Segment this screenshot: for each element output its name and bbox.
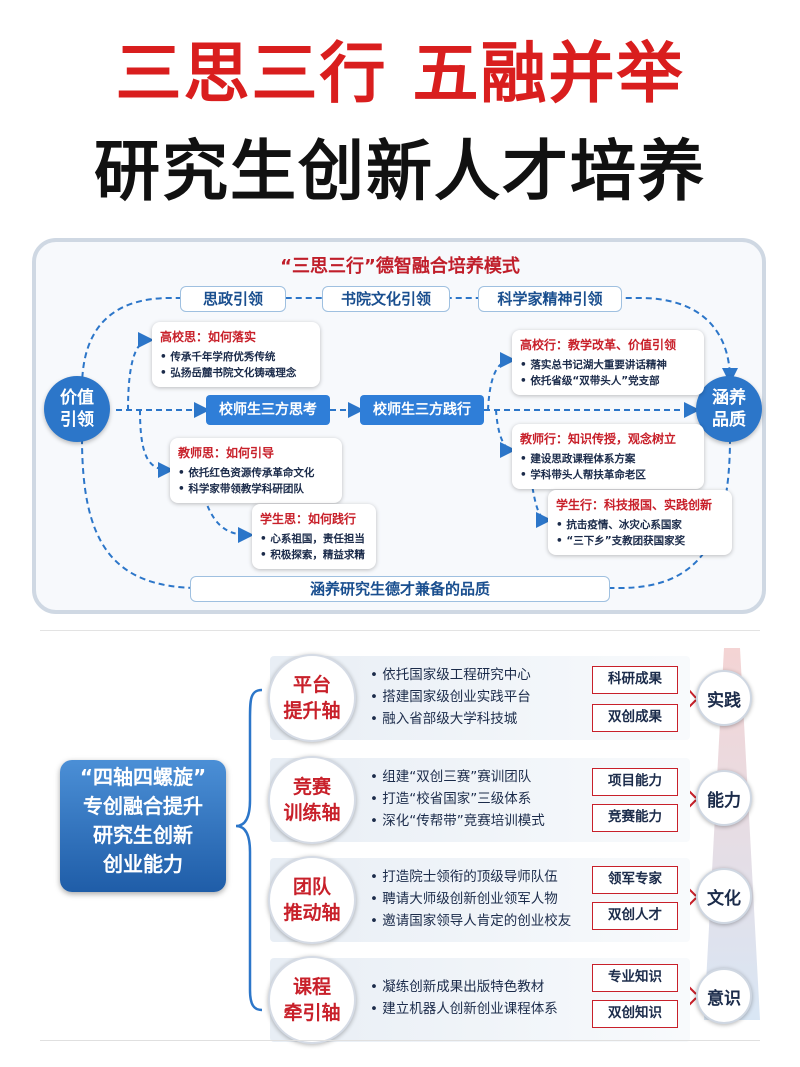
axis-platform-items: 依托国家级工程研究中心 搭建国家级创业实践平台 融入省部级大学科技城 [370,664,531,730]
bottom-divider [40,1040,760,1041]
three-party-act: 校师生三方践行 [360,395,484,425]
result-ability: 能力 [696,770,752,826]
list-item: 融入省部级大学科技城 [370,708,531,730]
section-divider [40,630,760,631]
axis-competition: 竞赛 训练轴 [268,756,356,844]
main-title-line2: 研究生创新人才培养 [94,133,706,210]
card-item: 积极探索，精益求精 [260,547,368,563]
axis-course: 课程 牵引轴 [268,956,356,1044]
tag-competition: 竞赛能力 [592,804,678,832]
card-title: 教师行：知识传授，观念树立 [520,432,677,446]
tag-research: 科研成果 [592,666,678,694]
quality-circle: 涵养 品质 [696,376,762,442]
list-item: 邀请国家领导人肯定的创业校友 [370,910,571,932]
act-card-school: 高校行：教学改革、价值引领 落实总书记湖大重要讲话精神 依托省级“双带头人”党支… [512,330,704,395]
card-title: 高校思：如何落实 [160,330,257,344]
list-item: 凝练创新成果出版特色教材 [370,976,558,998]
axis-team: 团队 推动轴 [268,856,356,944]
result-practice: 实践 [696,670,752,726]
guide-pill-2: 书院文化引领 [322,286,450,312]
axis-competition-items: 组建“双创三赛”赛训团队 打造“校省国家”三级体系 深化“传帮带”竞赛培训模式 [370,766,545,832]
axis-team-items: 打造院士领衔的顶级导师队伍 聘请大师级创新创业领军人物 邀请国家领导人肯定的创业… [370,866,571,932]
card-item: 学科带头人帮扶革命老区 [520,467,696,483]
bottom-quality-label: 涵养研究生德才兼备的品质 [190,576,610,602]
card-item: 落实总书记湖大重要讲话精神 [520,357,696,373]
think-card-teacher: 教师思：如何引导 依托红色资源传承革命文化 科学家带领教学科研团队 [170,438,342,503]
act-card-teacher: 教师行：知识传授，观念树立 建设思政课程体系方案 学科带头人帮扶革命老区 [512,424,704,489]
result-awareness: 意识 [696,968,752,1024]
axis-course-items: 凝练创新成果出版特色教材 建立机器人创新创业课程体系 [370,976,558,1020]
think-card-school: 高校思：如何落实 传承千年学府优秀传统 弘扬岳麓书院文化铸魂理念 [152,322,320,387]
axis-platform: 平台 提升轴 [268,654,356,742]
list-item: 依托国家级工程研究中心 [370,664,531,686]
card-item: 心系祖国，责任担当 [260,531,368,547]
card-title: 高校行：教学改革、价值引领 [520,338,677,352]
list-item: 搭建国家级创业实践平台 [370,686,531,708]
three-party-think: 校师生三方思考 [206,395,330,425]
tag-project: 项目能力 [592,768,678,796]
tag-innovation: 双创成果 [592,704,678,732]
list-item: 组建“双创三赛”赛训团队 [370,766,545,788]
four-axis-core-box: “四轴四螺旋” 专创融合提升 研究生创新 创业能力 [60,760,226,892]
card-item: 依托省级“双带头人”党支部 [520,373,696,389]
list-item: 打造“校省国家”三级体系 [370,788,545,810]
card-item: 传承千年学府优秀传统 [160,349,312,365]
list-item: 聘请大师级创新创业领军人物 [370,888,571,910]
guide-pill-1: 思政引领 [180,286,286,312]
tag-innov-knowledge: 双创知识 [592,1000,678,1028]
card-title: 教师思：如何引导 [178,446,275,460]
result-culture: 文化 [696,868,752,924]
card-item: 科学家带领教学科研团队 [178,481,334,497]
tag-talent: 双创人才 [592,902,678,930]
main-title-line1: 三思三行 五融并举 [115,35,685,112]
card-item: 依托红色资源传承革命文化 [178,465,334,481]
card-item: 建设思政课程体系方案 [520,451,696,467]
card-title: 学生行：科技报国、实践创新 [556,498,713,512]
value-guide-circle: 价值 引领 [44,376,110,442]
think-card-student: 学生思：如何践行 心系祖国，责任担当 积极探索，精益求精 [252,504,376,569]
card-item: “三下乡”支教团获国家奖 [556,533,724,549]
act-card-student: 学生行：科技报国、实践创新 抗击疫情、冰灾心系国家 “三下乡”支教团获国家奖 [548,490,732,555]
tag-expert: 领军专家 [592,866,678,894]
list-item: 深化“传帮带”竞赛培训模式 [370,810,545,832]
model-title: “三思三行”德智融合培养模式 [280,256,520,277]
card-item: 弘扬岳麓书院文化铸魂理念 [160,365,312,381]
list-item: 建立机器人创新创业课程体系 [370,998,558,1020]
card-title: 学生思：如何践行 [260,512,357,526]
list-item: 打造院士领衔的顶级导师队伍 [370,866,571,888]
guide-pill-3: 科学家精神引领 [478,286,622,312]
tag-knowledge: 专业知识 [592,964,678,992]
card-item: 抗击疫情、冰灾心系国家 [556,517,724,533]
